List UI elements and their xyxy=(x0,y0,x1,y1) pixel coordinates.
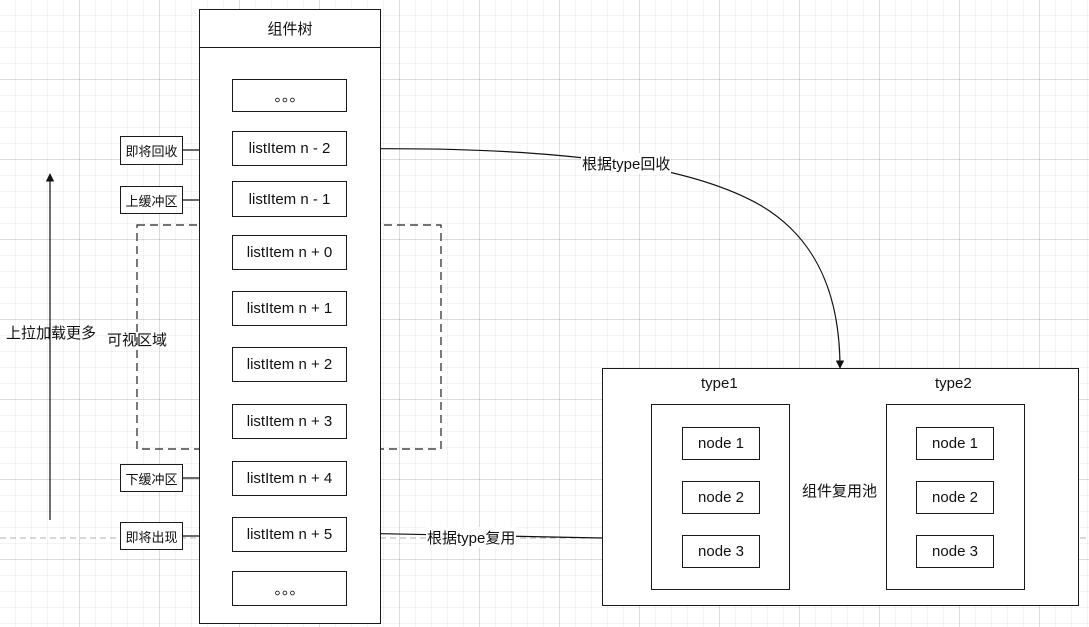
edge-label-reuse: 根据type复用 xyxy=(426,527,517,548)
type2-node-1: node 1 xyxy=(916,427,994,460)
tree-item-ellipsis-bottom: 。。。 xyxy=(232,571,347,606)
tag-lower-buffer: 下缓冲区 xyxy=(120,464,183,492)
tree-item-n-minus-1: listItem n - 1 xyxy=(232,181,347,217)
type2-node-2: node 2 xyxy=(916,481,994,514)
tree-item-ellipsis-top: 。。。 xyxy=(232,79,347,112)
tree-item-n-plus-3: listItem n + 3 xyxy=(232,404,347,439)
scroll-more-label: 上拉加载更多 xyxy=(6,325,97,342)
tag-appear-soon: 即将出现 xyxy=(120,522,183,550)
tag-upper-buffer: 上缓冲区 xyxy=(120,186,183,214)
tree-item-n-plus-0: listItem n + 0 xyxy=(232,235,347,270)
tree-item-n-plus-1: listItem n + 1 xyxy=(232,291,347,326)
tree-item-n-plus-4: listItem n + 4 xyxy=(232,461,347,496)
reuse-pool-title: 组件复用池 xyxy=(802,483,878,500)
tree-item-n-plus-2: listItem n + 2 xyxy=(232,347,347,382)
edge-label-recycle: 根据type回收 xyxy=(581,153,672,174)
pool-group-type2-label: type2 xyxy=(935,375,972,392)
type1-node-3: node 3 xyxy=(682,535,760,568)
type2-node-3: node 3 xyxy=(916,535,994,568)
tree-item-n-minus-2: listItem n - 2 xyxy=(232,131,347,166)
arrow-recycle-curve xyxy=(346,148,845,369)
type1-node-1: node 1 xyxy=(682,427,760,460)
pool-group-type1-label: type1 xyxy=(701,375,738,392)
component-tree-title: 组件树 xyxy=(199,9,381,48)
tree-item-n-plus-5: listItem n + 5 xyxy=(232,517,347,552)
tag-recycle-soon: 即将回收 xyxy=(120,136,183,165)
type1-node-2: node 2 xyxy=(682,481,760,514)
visible-area-label: 可视区域 xyxy=(107,332,168,349)
